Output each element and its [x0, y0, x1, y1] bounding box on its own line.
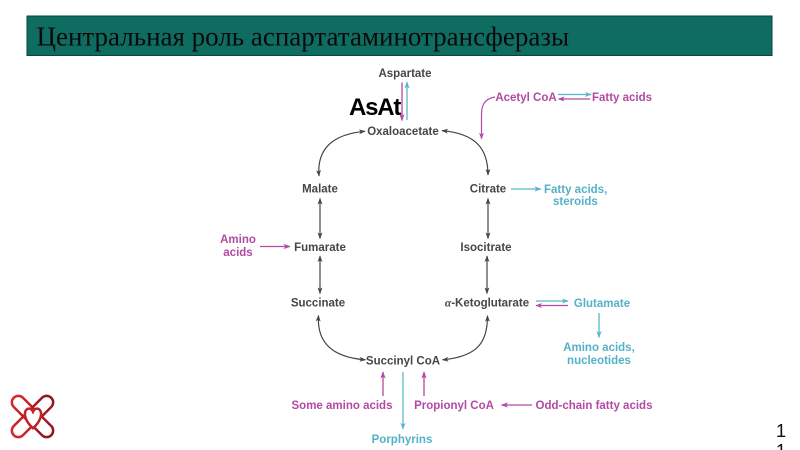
- svg-text:Succinyl CoA: Succinyl CoA: [366, 356, 440, 368]
- svg-text:Aspartate: Aspartate: [378, 68, 431, 80]
- svg-text:acids: acids: [223, 247, 252, 259]
- svg-text:Isocitrate: Isocitrate: [460, 242, 511, 254]
- svg-text:1: 1: [776, 420, 786, 441]
- svg-text:Центральная роль аспартатамино: Центральная роль аспартатаминотрансфераз…: [37, 22, 570, 52]
- svg-text:Succinate: Succinate: [291, 298, 345, 310]
- svg-text:Acetyl CoA: Acetyl CoA: [495, 92, 556, 104]
- svg-text:Propionyl CoA: Propionyl CoA: [414, 400, 494, 412]
- svg-text:Fatty acids: Fatty acids: [592, 92, 652, 104]
- svg-text:Porphyrins: Porphyrins: [372, 434, 433, 446]
- svg-text:Fatty acids,: Fatty acids,: [544, 184, 607, 196]
- svg-text:Citrate: Citrate: [470, 184, 506, 196]
- svg-text:α-Ketoglutarate: α-Ketoglutarate: [445, 298, 529, 310]
- svg-text:1: 1: [776, 440, 786, 450]
- svg-text:nucleotides: nucleotides: [567, 355, 631, 367]
- svg-text:Malate: Malate: [302, 184, 338, 196]
- svg-text:Glutamate: Glutamate: [574, 298, 630, 310]
- svg-text:Some amino acids: Some amino acids: [292, 400, 393, 412]
- svg-text:Oxaloacetate: Oxaloacetate: [367, 126, 439, 138]
- svg-text:Amino: Amino: [220, 234, 256, 246]
- svg-text:steroids: steroids: [553, 196, 598, 208]
- svg-text:Amino acids,: Amino acids,: [563, 342, 635, 354]
- svg-text:Fumarate: Fumarate: [294, 242, 346, 254]
- svg-text:Odd-chain fatty acids: Odd-chain fatty acids: [536, 400, 653, 412]
- svg-text:AsAt: AsAt: [349, 94, 401, 121]
